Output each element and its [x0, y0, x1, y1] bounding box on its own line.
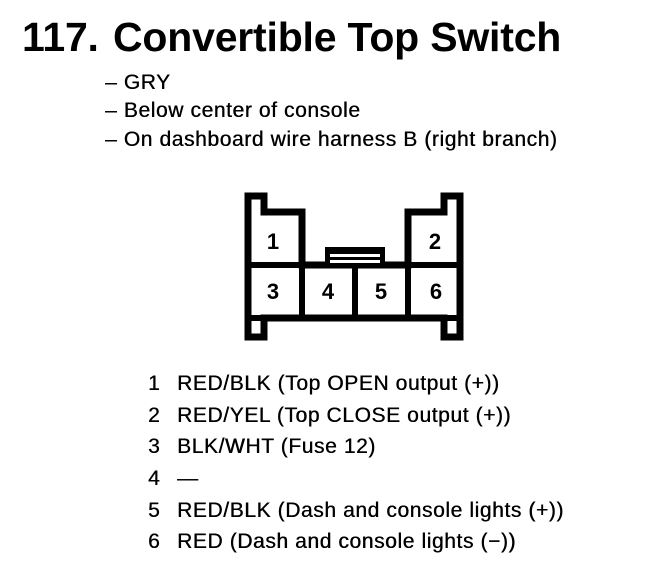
pin-cavity-1: 1	[266, 229, 280, 254]
note-line: – On dashboard wire harness B (right bra…	[105, 127, 558, 151]
connector-latch-icon	[325, 247, 385, 267]
legend-row: 6 RED (Dash and console lights (−))	[148, 526, 564, 558]
section-number: 117.	[22, 14, 99, 60]
legend-wire-description: RED/YEL (Top CLOSE output (+))	[177, 403, 512, 427]
connector-shell	[244, 192, 464, 341]
legend-wire-description: —	[177, 466, 199, 490]
pin-cavity-5: 5	[374, 279, 388, 304]
legend-pin-number: 4	[148, 466, 161, 490]
legend-wire-description: BLK/WHT (Fuse 12)	[177, 435, 376, 459]
legend-row: 2 RED/YEL (Top CLOSE output (+))	[148, 400, 564, 432]
pin-cavity-4: 4	[321, 279, 335, 304]
legend-wire-description: RED/BLK (Dash and console lights (+))	[177, 498, 564, 522]
legend-row: 1 RED/BLK (Top OPEN output (+))	[148, 368, 564, 400]
section-title: 117. Convertible Top Switch	[22, 14, 561, 61]
location-notes: – GRY – Below center of console – On das…	[105, 69, 557, 154]
pin-cavity-6: 6	[429, 279, 443, 304]
legend-pin-number: 3	[148, 435, 161, 459]
note-line: – GRY	[105, 71, 171, 94]
legend-wire-description: RED/BLK (Top OPEN output (+))	[177, 371, 500, 395]
connector-diagram: 1 2 3 4 5 6	[238, 188, 468, 346]
pin-cavity-2: 2	[428, 229, 442, 254]
legend-pin-number: 6	[148, 530, 161, 554]
connector-outline-svg	[244, 192, 464, 341]
section-title-text: Convertible Top Switch	[113, 14, 562, 60]
pin-legend: 1 RED/BLK (Top OPEN output (+)) 2 RED/YE…	[148, 368, 564, 558]
legend-pin-number: 1	[148, 371, 161, 395]
pin-cavity-3: 3	[266, 279, 280, 304]
note-line: – Below center of console	[105, 99, 361, 123]
legend-pin-number: 5	[148, 498, 161, 522]
legend-row: 3 BLK/WHT (Fuse 12)	[148, 431, 564, 463]
legend-wire-description: RED (Dash and console lights (−))	[177, 530, 517, 554]
legend-pin-number: 2	[148, 403, 161, 427]
legend-row: 4 —	[148, 463, 564, 495]
cavity-grid	[245, 212, 461, 321]
legend-row: 5 RED/BLK (Dash and console lights (+))	[148, 495, 564, 527]
